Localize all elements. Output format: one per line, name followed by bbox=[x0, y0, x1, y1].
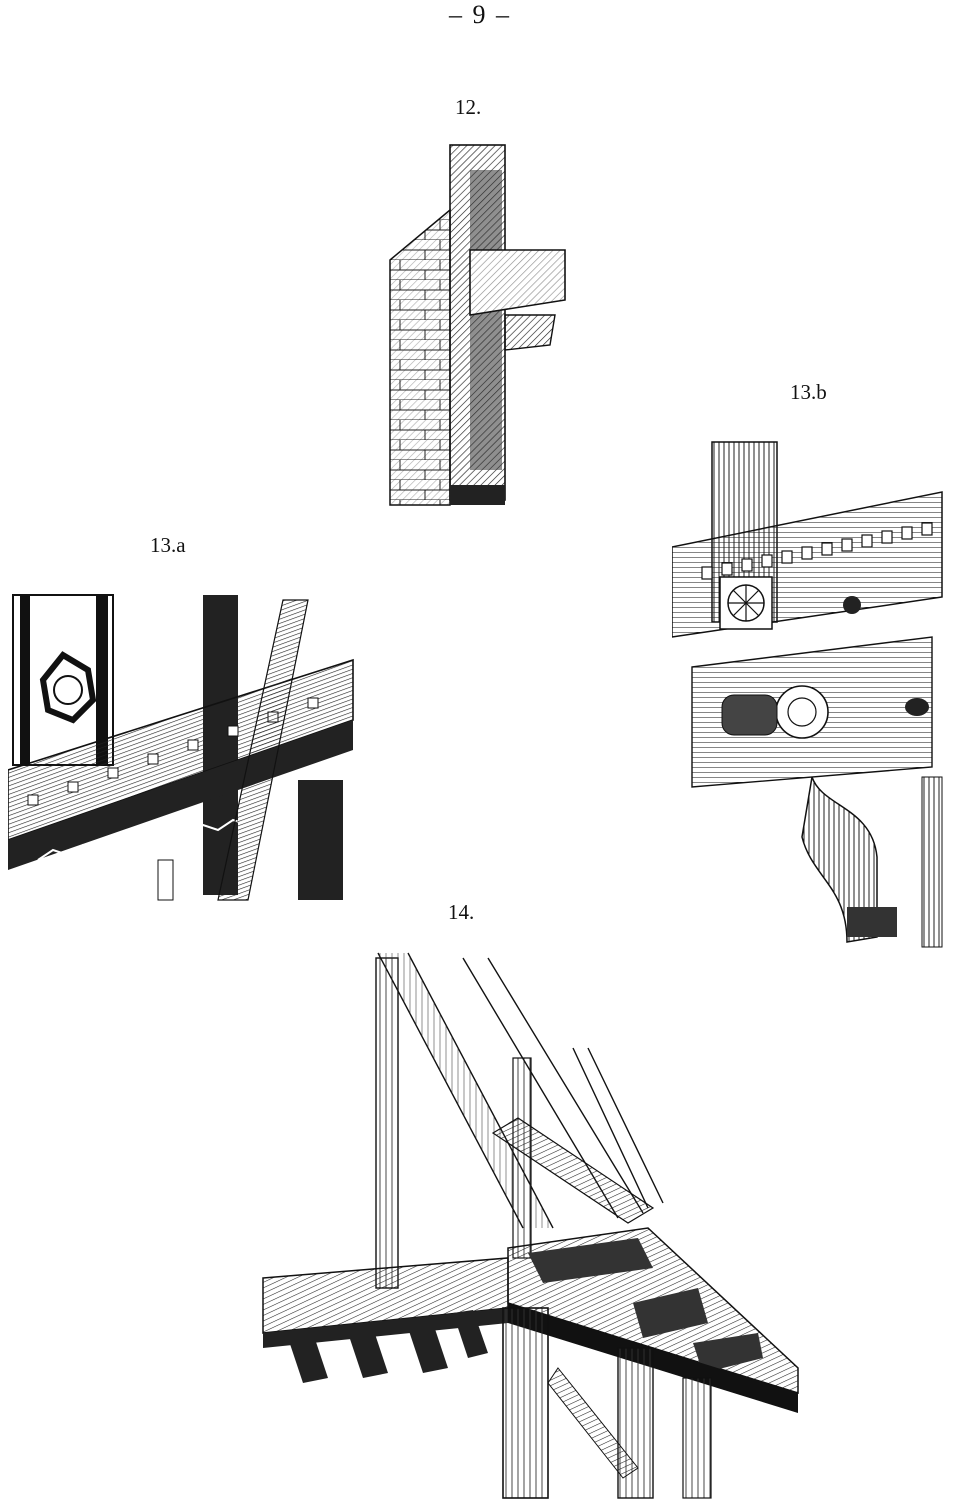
page-number: – 9 – bbox=[449, 0, 511, 29]
figure-13b-illustration bbox=[672, 437, 952, 957]
figure-14-label: 14. bbox=[448, 900, 475, 924]
figure-12-drawing bbox=[389, 144, 566, 506]
figure-13a-illustration bbox=[8, 590, 358, 905]
figure-12-label: 12. bbox=[455, 95, 482, 119]
figure-12-illustration bbox=[380, 140, 580, 515]
figure-13a-drawing bbox=[8, 594, 354, 901]
figure-13b-drawing bbox=[672, 441, 943, 948]
figure-13a-label: 13.a bbox=[150, 533, 186, 557]
figure-14-illustration bbox=[258, 948, 803, 1503]
figure-13b-label: 13.b bbox=[790, 380, 827, 404]
figure-14-drawing bbox=[262, 952, 799, 1499]
